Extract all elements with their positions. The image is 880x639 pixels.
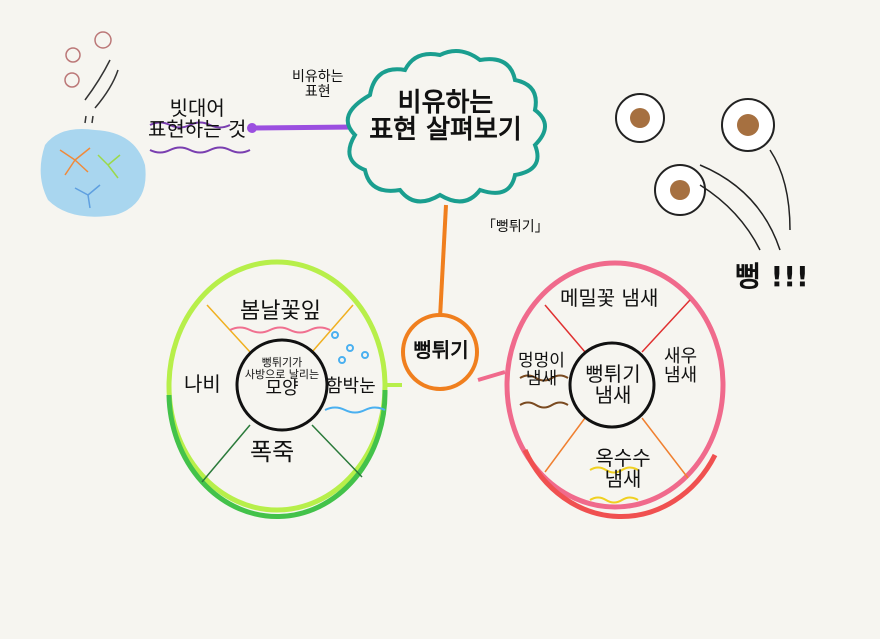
corn-line1: 옥수수 xyxy=(595,446,651,470)
popcorn-illustration xyxy=(615,93,791,251)
title-line2: 표현 살펴보기 xyxy=(369,115,522,146)
left-center-line1: 뻥튀기가 xyxy=(261,356,303,369)
hub-circle xyxy=(401,313,479,391)
link-label-line2: 표현 xyxy=(304,83,331,100)
item-butterfly: 나비 xyxy=(184,372,221,396)
dog-line2: 냄새 xyxy=(525,368,558,389)
left-group-circle xyxy=(166,259,388,513)
connector-hub xyxy=(438,204,448,319)
definition-line1: 빗대어 xyxy=(169,96,225,120)
item-fireworks: 폭죽 xyxy=(250,438,295,466)
item-buckwheat-smell: 메밀꽃 냄새 xyxy=(560,286,659,310)
definition-line2: 표현하는 것 xyxy=(148,117,247,141)
right-group-circle xyxy=(504,260,726,510)
shrimp-line1: 새우 xyxy=(664,346,698,367)
left-center-line2: 사방으로 날리는 xyxy=(244,367,320,381)
corn-line2: 냄새 xyxy=(604,467,642,491)
title-line1: 비유하는 xyxy=(397,88,494,118)
link-label-line1: 비유하는 xyxy=(292,69,344,85)
popcorn-puffs-small xyxy=(64,31,119,109)
dog-line1: 멍멍이 xyxy=(518,351,565,371)
poem-title: 「뻥튀기」 xyxy=(482,219,549,235)
fireworks-illustration xyxy=(40,115,146,217)
item-spring-petals: 봄날꽃잎 xyxy=(240,299,321,324)
item-snow: 함박눈 xyxy=(326,376,376,397)
right-center-line2: 냄새 xyxy=(594,383,632,407)
left-center-line3: 모양 xyxy=(265,378,299,400)
shrimp-line2: 냄새 xyxy=(664,364,698,386)
title-cloud xyxy=(345,49,547,204)
right-center-line1: 뻥튀기 xyxy=(585,362,641,386)
sound-effect-text: 뻥 !!! xyxy=(735,260,809,293)
connector-definition xyxy=(249,124,356,131)
hub-label: 뻥튀기 xyxy=(413,338,469,362)
